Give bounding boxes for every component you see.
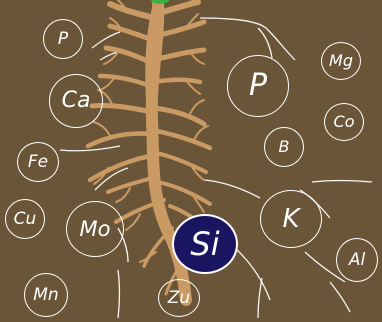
nutrient-label: P: [57, 28, 69, 49]
nutrient-k: K: [260, 190, 322, 248]
nutrient-label: Al: [348, 249, 366, 270]
nutrient-label: P: [248, 68, 268, 103]
nutrient-label: B: [278, 137, 290, 156]
nutrient-cu: Cu: [5, 199, 45, 239]
nutrient-mg: Mg: [321, 42, 361, 80]
nutrient-mn: Mn: [24, 273, 68, 317]
nutrient-p-large: P: [227, 55, 289, 117]
nutrient-fe: Fe: [17, 142, 59, 182]
nutrient-label: Mg: [329, 51, 353, 70]
nutrient-label: Cu: [13, 208, 37, 229]
nutrient-b: B: [264, 127, 304, 167]
nutrient-ca: Ca: [49, 74, 103, 128]
nutrient-label: Zu: [167, 287, 191, 308]
nutrient-mo: Mo: [66, 201, 124, 257]
nutrient-label: Ca: [61, 88, 91, 113]
stem-base: [151, 0, 169, 4]
nutrient-zu: Zu: [158, 279, 200, 317]
nutrient-al: Al: [336, 238, 378, 282]
nutrient-label: Si: [190, 225, 220, 263]
nutrient-co: Co: [324, 103, 364, 141]
nutrient-label: K: [282, 204, 300, 234]
nutrient-label: Mn: [33, 284, 59, 305]
nutrient-si: Si: [172, 214, 238, 274]
nutrient-label: Mo: [79, 216, 111, 241]
nutrient-label: Co: [333, 112, 355, 131]
nutrient-p-small: P: [43, 19, 83, 59]
nutrient-label: Fe: [27, 151, 49, 172]
soil-lines: [59, 17, 373, 319]
